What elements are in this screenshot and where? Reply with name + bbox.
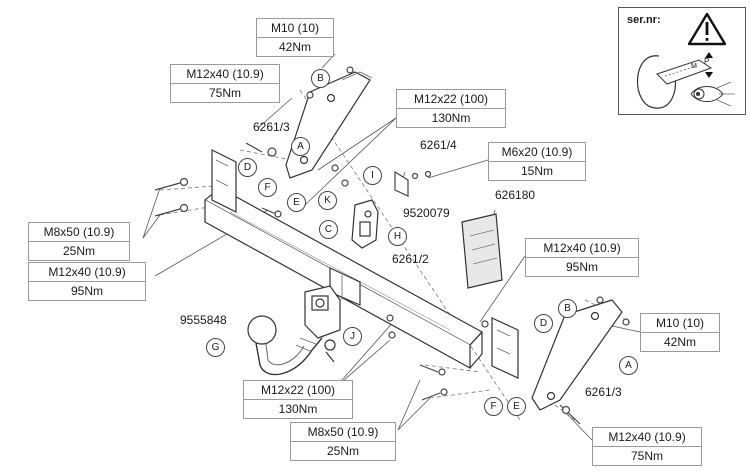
bolt-size: M12x22 (100) — [244, 381, 352, 400]
bolt-size: M8x50 (10.9) — [291, 423, 395, 442]
part-number-9555848: 9555848 — [180, 313, 227, 327]
callout-b-right: B — [558, 299, 577, 318]
torque-value: 15Nm — [520, 164, 553, 178]
callout-e-left: E — [287, 193, 306, 212]
spec-m10-right: M10 (10) 42Nm — [640, 313, 720, 352]
callout-d-left: D — [238, 158, 257, 177]
callout-g: G — [206, 338, 225, 357]
part-number-626180: 626180 — [495, 188, 536, 202]
spec-m12x40-lower-right: M12x40 (10.9) 75Nm — [592, 427, 702, 466]
spec-m8x50-lower: M8x50 (10.9) 25Nm — [290, 422, 396, 461]
part-number-6261-3-right: 6261/3 — [585, 385, 622, 399]
plate-mark: M — [691, 63, 697, 70]
torque-value: 42Nm — [278, 40, 311, 54]
bolt-size: M12x22 (100) — [397, 90, 505, 109]
torque-value: 95Nm — [565, 260, 598, 274]
plate-letter: P — [704, 57, 709, 66]
torque-value: 95Nm — [70, 284, 103, 298]
bolt-size: M12x40 (10.9) — [593, 428, 701, 447]
part-number-6261-2: 6261/2 — [392, 252, 429, 266]
bolt-size: M10 (10) — [641, 314, 719, 333]
callout-c: C — [319, 220, 338, 239]
torque-value: 130Nm — [431, 111, 471, 125]
spec-m12x22-upper: M12x22 (100) 130Nm — [396, 89, 506, 128]
bolt-size: M8x50 (10.9) — [29, 223, 129, 242]
callout-a-left: A — [291, 137, 310, 156]
torque-value: 25Nm — [62, 244, 95, 258]
bolt-size: M12x40 (10.9) — [29, 263, 145, 282]
callout-i: I — [363, 166, 382, 185]
callout-b-left: B — [311, 69, 330, 88]
torque-value: 75Nm — [208, 86, 241, 100]
torque-value: 75Nm — [630, 449, 663, 463]
bolt-size: M12x40 (10.9) — [171, 65, 279, 84]
eye-icon — [690, 81, 735, 107]
torque-value: 130Nm — [278, 402, 318, 416]
spec-m12x40-right: M12x40 (10.9) 95Nm — [525, 238, 639, 277]
serial-plate-illustration: M P — [636, 12, 735, 109]
callout-e-right: E — [507, 397, 526, 416]
bolt-size: M12x40 (10.9) — [526, 239, 638, 258]
spec-m8x50-left: M8x50 (10.9) 25Nm — [28, 222, 130, 261]
spec-m6x20: M6x20 (10.9) 15Nm — [488, 142, 586, 181]
spec-m12x40-left: M12x40 (10.9) 95Nm — [28, 262, 146, 301]
part-number-6261-3-left: 6261/3 — [253, 120, 290, 134]
torque-value: 25Nm — [326, 444, 359, 458]
part-number-9520079: 9520079 — [403, 206, 450, 220]
spec-m10-upper: M10 (10) 42Nm — [256, 18, 334, 57]
callout-f-left: F — [258, 178, 277, 197]
bolt-size: M6x20 (10.9) — [489, 143, 585, 162]
callout-d-right: D — [534, 314, 553, 333]
part-number-6261-4: 6261/4 — [420, 138, 457, 152]
callout-h: H — [388, 227, 407, 246]
torque-value: 42Nm — [663, 335, 696, 349]
spec-m12x22-lower: M12x22 (100) 130Nm — [243, 380, 353, 419]
spec-m12x40-upper-left: M12x40 (10.9) 75Nm — [170, 64, 280, 103]
serial-number-notice: ser.nr: M P — [618, 7, 746, 115]
callout-k: K — [318, 191, 337, 210]
callout-f-right: F — [484, 397, 503, 416]
serial-label: ser.nr: — [627, 14, 661, 26]
callout-a-right: A — [619, 356, 638, 375]
bolt-size: M10 (10) — [257, 19, 333, 38]
warning-icon — [687, 12, 727, 46]
callout-j: J — [343, 327, 362, 346]
